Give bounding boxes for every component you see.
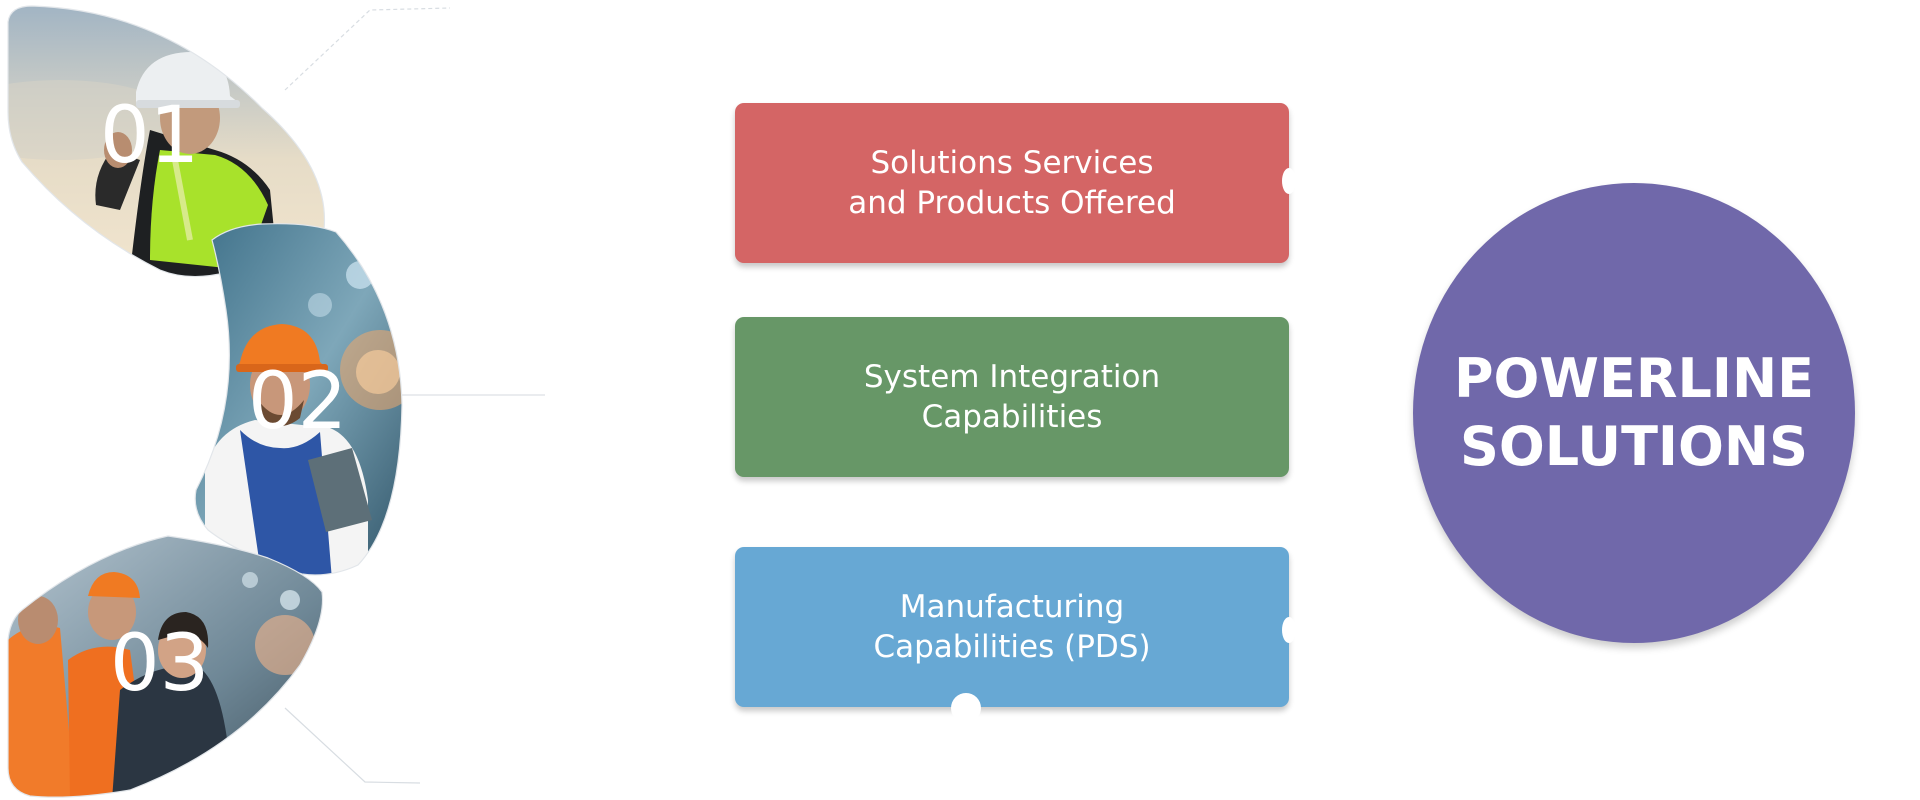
- segment-03: 03: [7, 535, 324, 798]
- box-solutions-services: Solutions Services and Products Offered: [735, 103, 1289, 263]
- step-number-02: 02: [248, 357, 347, 447]
- powerline-hub-circle: POWERLINE SOLUTIONS: [1413, 183, 1855, 643]
- step-number-01: 01: [100, 91, 199, 181]
- box-integration-line2: Capabilities: [921, 399, 1103, 435]
- segment-02: 02: [194, 223, 403, 576]
- box-manufacturing-line2: Capabilities (PDS): [873, 629, 1151, 665]
- box-solutions-line2: and Products Offered: [848, 185, 1176, 221]
- connector-notch: [1282, 168, 1296, 194]
- box-system-integration: System Integration Capabilities: [735, 317, 1289, 477]
- step-number-03: 03: [110, 619, 209, 709]
- box-solutions-line1: Solutions Services: [870, 144, 1154, 181]
- hub-line1: POWERLINE: [1453, 346, 1815, 410]
- box-manufacturing-line1: Manufacturing: [899, 588, 1125, 625]
- hub-line2: SOLUTIONS: [1459, 415, 1809, 478]
- box-integration-line1: System Integration: [863, 358, 1161, 395]
- connector-notch: [1282, 617, 1296, 643]
- connector-notch: [951, 693, 981, 723]
- box-manufacturing: Manufacturing Capabilities (PDS): [735, 547, 1289, 707]
- technician-tablet-photo-icon: [195, 223, 402, 575]
